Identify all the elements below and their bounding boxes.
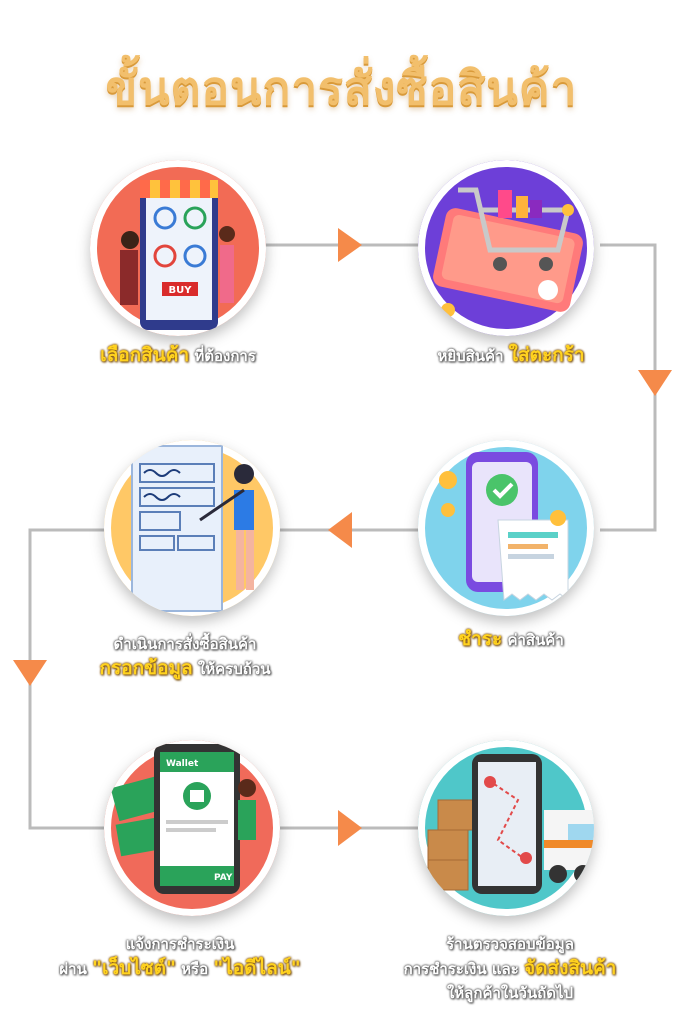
step4-caption: ชำระ ค่าสินค้า (458, 628, 564, 650)
arrow-down-2 (13, 660, 47, 686)
step5-caption: แจ้งการชำระเงิน ผ่าน "เว็บไซต์" หรือ "ไอ… (59, 935, 301, 979)
pay-label: PAY (214, 873, 233, 883)
step4-illustration (418, 440, 594, 616)
step1-caption: เลือกสินค้า ที่ต้องการ (100, 344, 256, 366)
arrow-right-2 (338, 810, 362, 846)
arrow-right-1 (338, 228, 362, 262)
step1-illustration: BUY (90, 160, 266, 336)
step6-illustration (418, 740, 594, 916)
step6-caption: ร้านตรวจสอบข้อมูล การชำระเงิน และ จัดส่ง… (403, 935, 617, 1002)
arrow-down-1 (638, 370, 672, 396)
arrow-left-1 (328, 512, 352, 548)
page-title: ขั้นตอนการสั่งซื้อสินค้า (105, 61, 578, 115)
step2-illustration (418, 160, 594, 336)
buy-label: BUY (169, 285, 193, 296)
step2-caption: หยิบสินค้า ใส่ตะกร้า (437, 344, 585, 366)
step5-illustration: Wallet PAY (104, 740, 280, 916)
step3-caption: ดำเนินการสั่งซื้อสินค้า กรอกข้อมูล ให้คร… (99, 635, 271, 679)
step3-illustration (104, 440, 280, 616)
wallet-label: Wallet (166, 759, 199, 769)
